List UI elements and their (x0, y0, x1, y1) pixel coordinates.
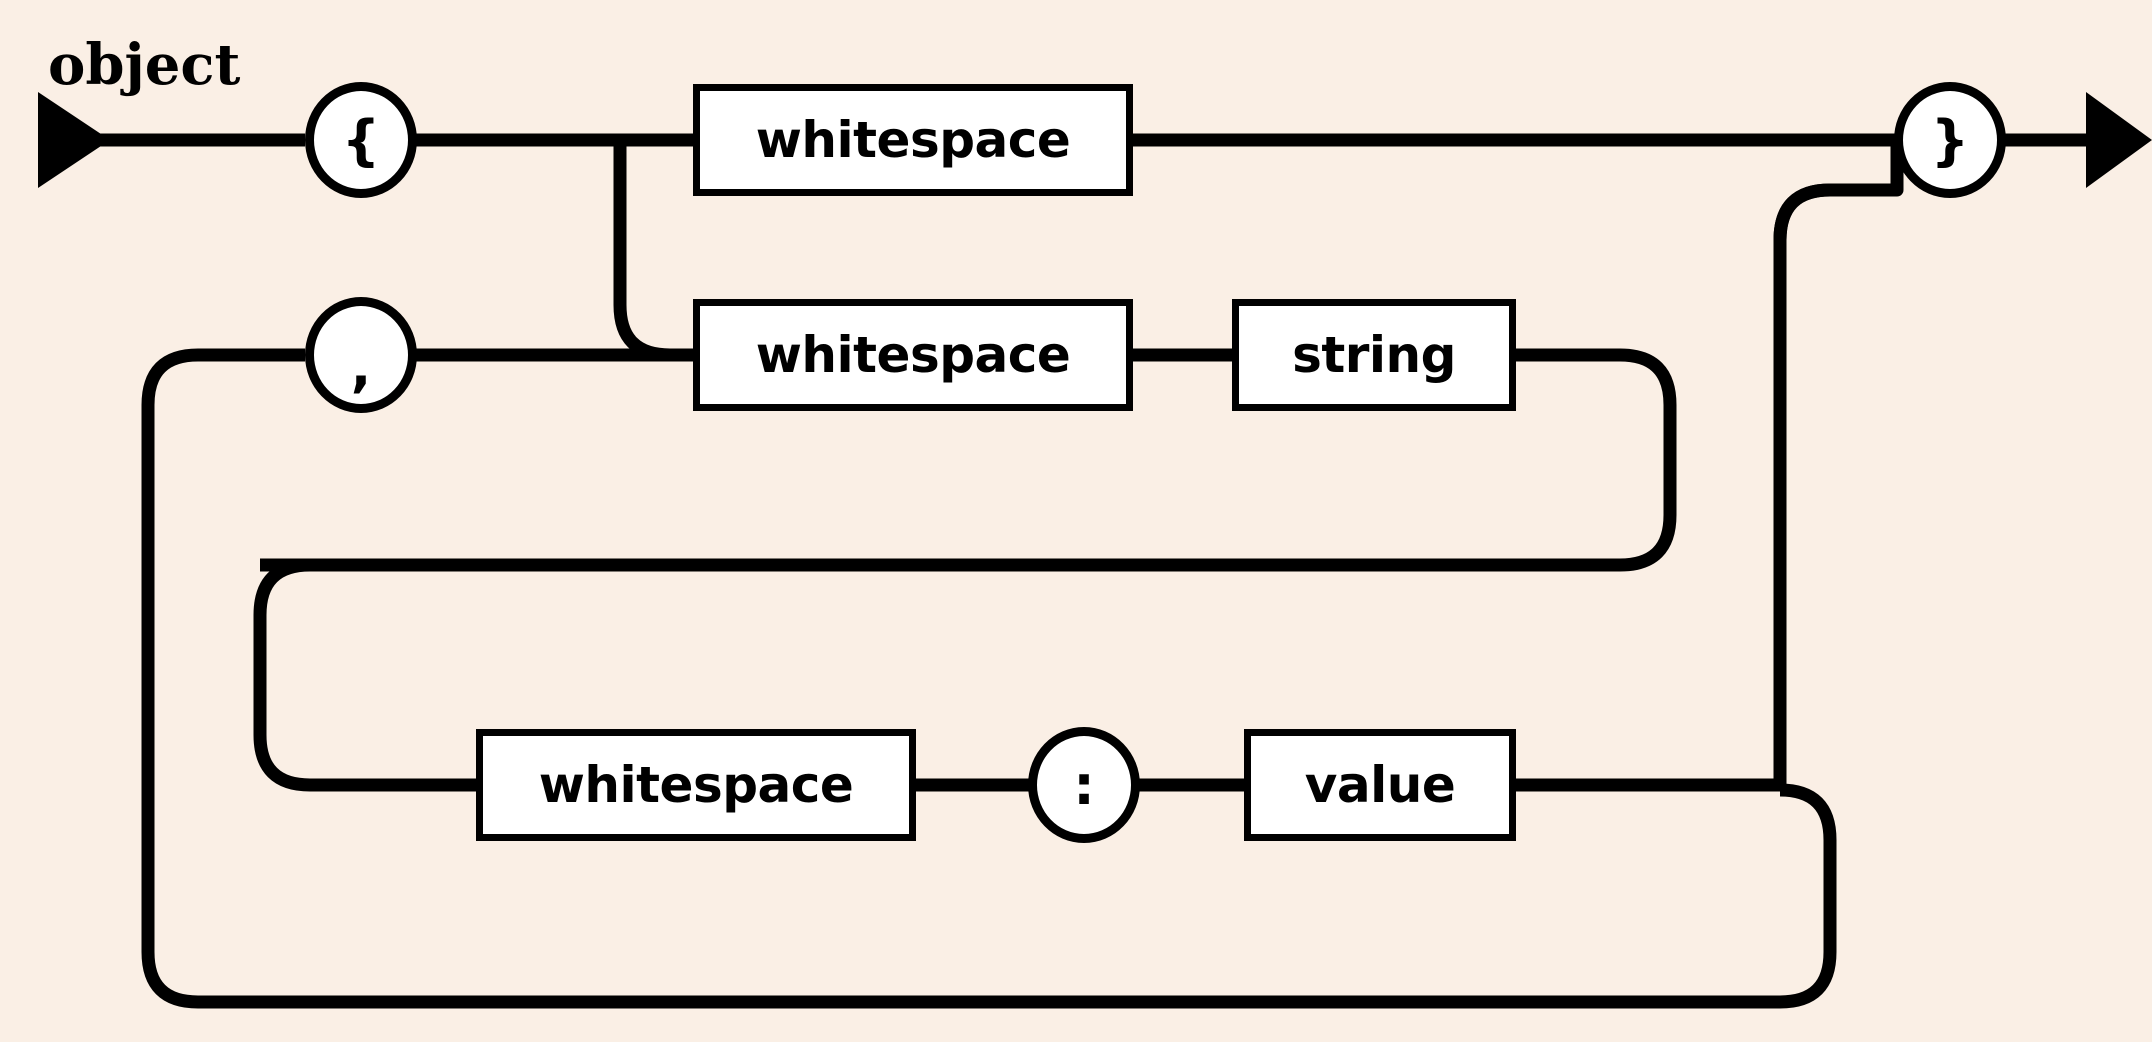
rail-loop-left-to-comma (141, 348, 305, 406)
rail-string-to-row3 (260, 348, 1677, 572)
input-arrow (38, 92, 110, 188)
nonterminal-whitespace-1-label: whitespace (755, 111, 1071, 169)
terminal-comma[interactable]: , (305, 297, 417, 413)
nonterminal-string-label: string (1292, 326, 1456, 384)
page-title: object (48, 32, 241, 98)
nonterminal-value-label: value (1304, 756, 1456, 814)
rail-row3-down-to-whitespace-3 (253, 558, 480, 792)
terminal-close-brace-label: } (1930, 108, 1970, 172)
nonterminal-whitespace-3-label: whitespace (538, 756, 854, 814)
nonterminal-whitespace-2-label: whitespace (755, 326, 1071, 384)
nonterminal-whitespace-1[interactable]: whitespace (693, 84, 1133, 196)
rail-branch-to-row2 (613, 140, 697, 362)
terminal-open-brace-label: { (341, 108, 381, 172)
output-arrow (2086, 92, 2152, 188)
nonterminal-whitespace-3[interactable]: whitespace (476, 729, 916, 841)
rail-up-riser (1773, 140, 1904, 790)
terminal-comma-label: , (350, 335, 372, 399)
terminal-colon-label: : (1073, 753, 1095, 817)
rail-value-down-to-bottom (141, 405, 1837, 1009)
terminal-open-brace[interactable]: { (305, 82, 417, 198)
terminal-close-brace[interactable]: } (1894, 82, 2006, 198)
nonterminal-value[interactable]: value (1244, 729, 1516, 841)
terminal-colon[interactable]: : (1028, 727, 1140, 843)
nonterminal-whitespace-2[interactable]: whitespace (693, 299, 1133, 411)
nonterminal-string[interactable]: string (1232, 299, 1516, 411)
rail-value-up-to-close (1773, 183, 1837, 785)
